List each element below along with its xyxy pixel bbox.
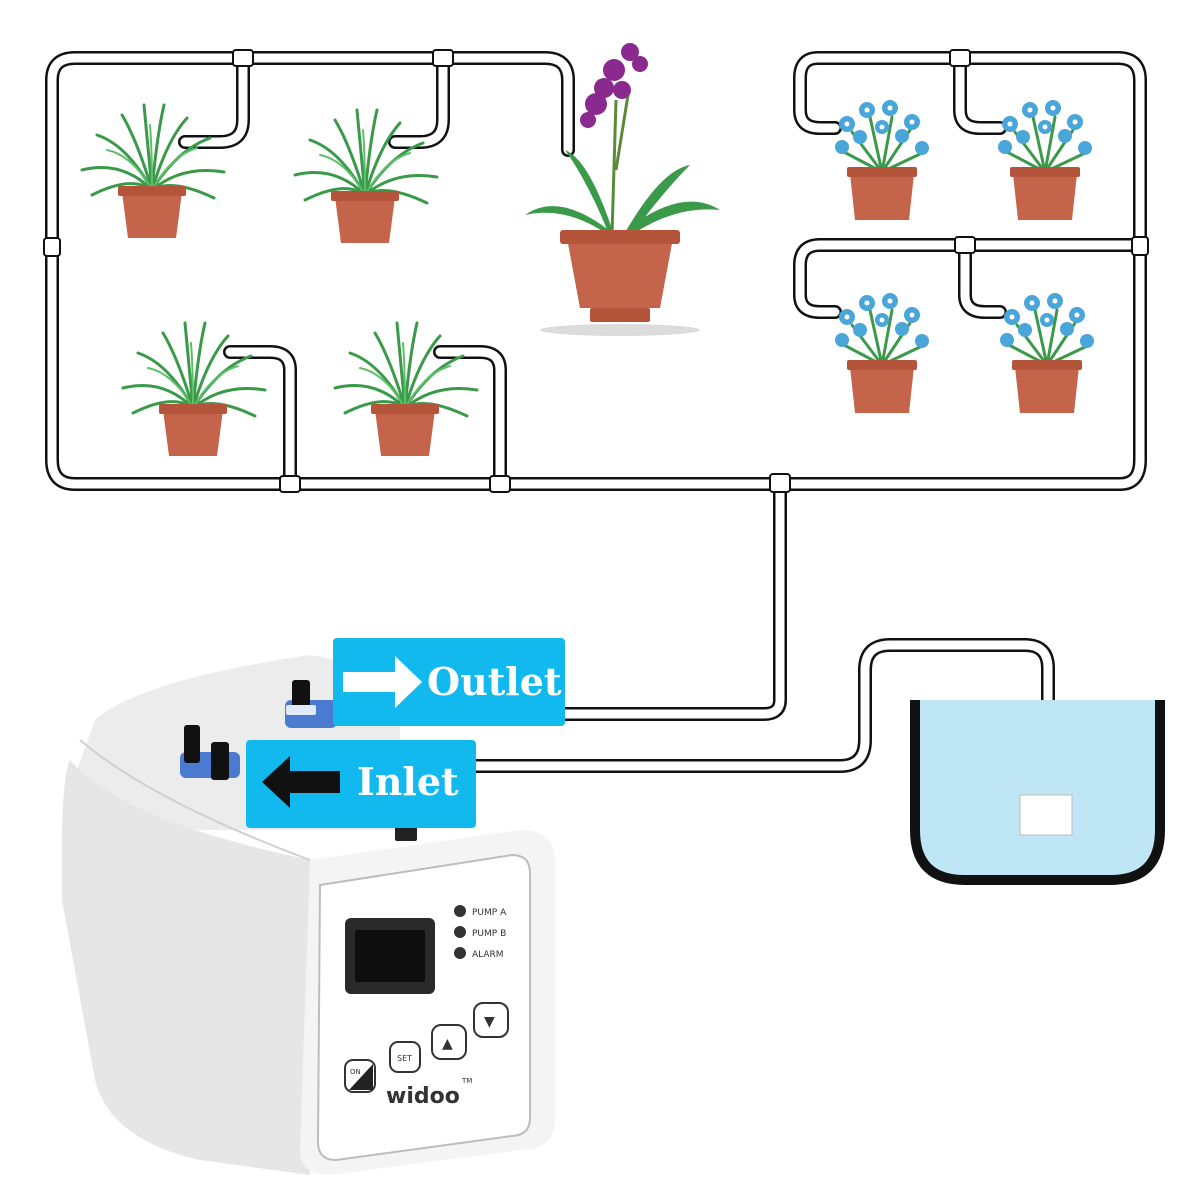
spider-plant-1: [80, 103, 226, 240]
outlet-label: Outlet: [427, 659, 562, 704]
down-button[interactable]: ▼: [473, 1002, 509, 1038]
pump-b-led: [454, 926, 466, 938]
daisy-plant-3: [833, 291, 931, 415]
tee-connector: [232, 49, 254, 67]
tee-connector: [43, 237, 61, 257]
tubing-network: [43, 49, 1149, 807]
water-filter: [1019, 794, 1073, 836]
tee-connector: [949, 49, 971, 67]
indicator-label: PUMP A: [472, 908, 507, 918]
tee-connector: [279, 475, 301, 493]
svg-text:SET: SET: [397, 1054, 412, 1063]
daisy-plant-1: [833, 98, 931, 222]
brand-logo: widoo: [386, 1084, 460, 1109]
spider-plant-2: [293, 108, 439, 245]
outlet-callout: Outlet: [333, 638, 565, 726]
orchid-plant: [525, 43, 720, 336]
pump-controller: PUMP A PUMP B ALARM ON SET ▲ ▼ widoo TM: [61, 655, 555, 1175]
daisy-plant-4: [998, 291, 1096, 415]
up-button[interactable]: ▲: [431, 1024, 467, 1060]
indicator-label: ALARM: [472, 950, 504, 960]
inlet-callout: Inlet: [246, 740, 476, 828]
alarm-led: [454, 947, 466, 959]
trademark-mark: TM: [461, 1077, 472, 1085]
tee-connector: [432, 49, 454, 67]
daisy-plant-2: [996, 98, 1094, 222]
right-arrow-icon: [343, 656, 422, 708]
indicator-lights: PUMP A PUMP B ALARM: [454, 905, 507, 960]
spider-plant-4: [333, 321, 479, 458]
outlet-connector: [285, 680, 337, 728]
tee-connector: [1131, 236, 1149, 256]
left-arrow-icon: [262, 756, 340, 808]
water-reservoir: [910, 700, 1165, 885]
inlet-connectors: [180, 725, 240, 780]
indicator-label: PUMP B: [472, 929, 506, 939]
pump-a-led: [454, 905, 466, 917]
spider-plant-3: [121, 321, 267, 458]
tee-connector: [954, 236, 976, 254]
tee-connector: [769, 473, 791, 493]
up-arrow-icon: ▲: [442, 1036, 453, 1052]
svg-text:ON: ON: [350, 1068, 361, 1076]
tee-connector: [489, 475, 511, 493]
inlet-label: Inlet: [357, 759, 459, 804]
power-button[interactable]: ON: [344, 1059, 376, 1093]
set-button[interactable]: SET: [389, 1041, 421, 1073]
down-arrow-icon: ▼: [484, 1014, 495, 1030]
